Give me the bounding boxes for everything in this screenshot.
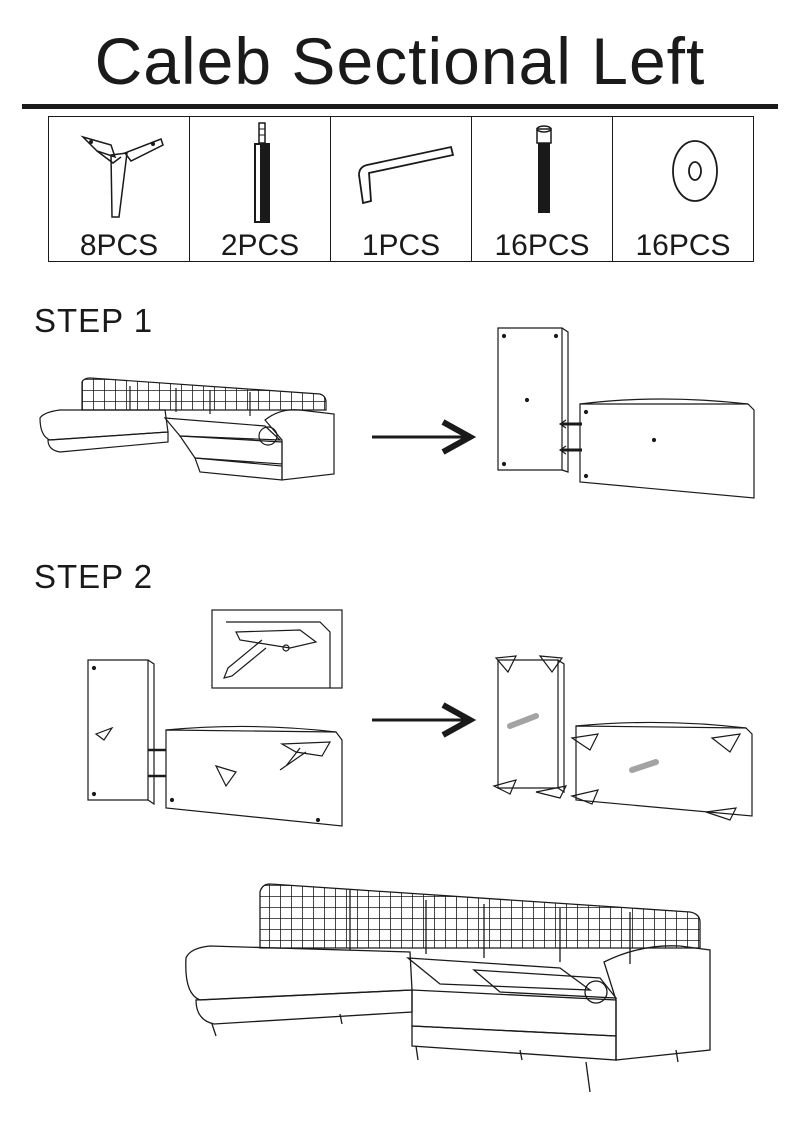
part-tripod-leg: 8PCS xyxy=(49,117,190,261)
part-bolt: 16PCS xyxy=(472,117,613,261)
step1-sofa-assembled xyxy=(39,377,335,481)
allen-key-icon xyxy=(358,145,455,205)
step2-detail-inset xyxy=(211,609,343,689)
step2-parts-legs-attached xyxy=(492,655,753,821)
qty-center-leg: 2PCS xyxy=(220,229,300,262)
bolt-icon xyxy=(536,125,552,213)
qty-washer: 16PCS xyxy=(635,229,731,262)
part-allen-key: 1PCS xyxy=(331,117,472,261)
step2-parts-with-legs xyxy=(87,659,343,827)
qty-allen-key: 1PCS xyxy=(361,229,441,262)
tripod-leg-icon xyxy=(80,135,164,218)
qty-tripod-leg: 8PCS xyxy=(79,229,159,262)
center-leg-icon xyxy=(254,122,270,223)
title-divider xyxy=(22,104,778,109)
final-sofa-assembled xyxy=(185,883,711,1093)
part-center-leg: 2PCS xyxy=(190,117,331,261)
step-2-label: STEP 2 xyxy=(34,558,154,595)
washer-icon xyxy=(672,140,718,202)
parts-list: 8PCS 2PCS 1PCS 16PCS 16PCS xyxy=(48,116,754,262)
step1-parts-bottom-view xyxy=(497,327,755,499)
step-1-label: STEP 1 xyxy=(34,302,154,339)
qty-bolt: 16PCS xyxy=(494,229,590,262)
part-washer: 16PCS xyxy=(613,117,753,261)
page-title: Caleb Sectional Left xyxy=(94,24,706,98)
